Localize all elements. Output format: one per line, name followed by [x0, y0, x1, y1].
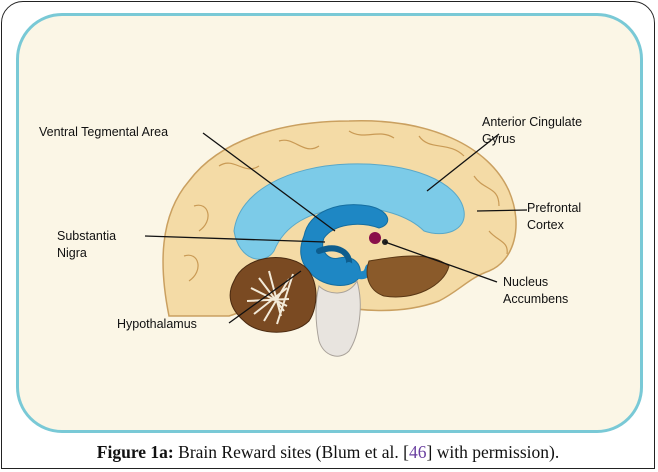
- caption-text-after: ] with permission).: [427, 442, 560, 462]
- label-ventral-tegmental-area: Ventral Tegmental Area: [39, 124, 168, 141]
- figure-caption: Figure 1a: Brain Reward sites (Blum et a…: [0, 442, 656, 463]
- caption-figure-label: Figure 1a:: [97, 442, 174, 462]
- figure-panel: Ventral Tegmental Area Anterior Cingulat…: [16, 13, 643, 433]
- label-prefrontal-cortex: Prefrontal Cortex: [527, 200, 581, 234]
- label-anterior-cingulate-gyrus: Anterior Cingulate Gyrus: [482, 114, 582, 148]
- label-substantia-nigra: Substantia Nigra: [57, 228, 116, 262]
- caption-reference-link[interactable]: 46: [409, 442, 427, 462]
- nucleus-accumbens-marker: [369, 232, 381, 244]
- caption-text-before: Brain Reward sites (Blum et al. [: [174, 442, 409, 462]
- label-nucleus-accumbens: Nucleus Accumbens: [503, 274, 568, 308]
- label-hypothalamus: Hypothalamus: [117, 316, 197, 333]
